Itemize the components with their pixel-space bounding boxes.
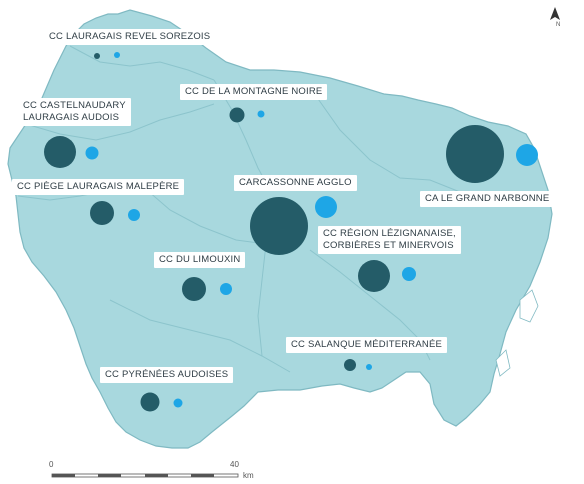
bubble-dark-carcassonne xyxy=(250,197,308,255)
bubble-dark-castelnaudary xyxy=(44,136,76,168)
bubbles-layer xyxy=(44,52,538,412)
bubble-light-piege xyxy=(128,209,140,221)
coastal-lagoon-shape xyxy=(495,349,511,377)
bubble-dark-revel xyxy=(94,53,100,59)
bubble-dark-salanque xyxy=(344,359,356,371)
region-label-narbonne: CA LE GRAND NARBONNE xyxy=(420,191,555,207)
bubble-light-carcassonne xyxy=(315,196,337,218)
region-label-pyrenees: CC PYRÉNÉES AUDOISES xyxy=(100,367,234,383)
north-arrow-icon xyxy=(548,6,562,30)
region-label-lezignan: CC RÉGION LÉZIGNANAISE, CORBIÈRES ET MIN… xyxy=(318,226,461,254)
region-label-limouxin: CC DU LIMOUXIN xyxy=(154,252,246,268)
label-line: CC DU LIMOUXIN xyxy=(159,254,241,265)
label-line: CARCASSONNE AGGLO xyxy=(239,177,352,188)
label-line: CC CASTELNAUDARY xyxy=(23,100,126,111)
bubble-dark-narbonne xyxy=(446,125,504,183)
bubble-dark-piege xyxy=(90,201,114,225)
bubble-dark-lezignan xyxy=(358,260,390,292)
region-label-carcassonne: CARCASSONNE AGGLO xyxy=(234,175,357,191)
bubble-light-narbonne xyxy=(516,144,538,166)
label-line: CORBIÈRES ET MINERVOIS xyxy=(323,240,454,251)
scale-end-label: 40 xyxy=(230,460,239,469)
bubble-dark-montagne-noire xyxy=(229,107,245,123)
region-label-salanque: CC SALANQUE MÉDITERRANÉE xyxy=(286,337,448,353)
north-letter: N xyxy=(556,22,561,28)
region-label-piege: CC PIÈGE LAURAGAIS MALEPÈRE xyxy=(12,179,185,195)
scale-start-label: 0 xyxy=(49,460,54,469)
label-line: LAURAGAIS AUDOIS xyxy=(23,112,120,123)
label-line: CA LE GRAND NARBONNE xyxy=(425,193,550,204)
coastal-lagoon-shape xyxy=(519,289,539,323)
region-label-castelnaudary: CC CASTELNAUDARY LAURAGAIS AUDOIS xyxy=(18,98,131,126)
bubble-light-limouxin xyxy=(220,283,232,295)
label-line: CC PIÈGE LAURAGAIS MALEPÈRE xyxy=(17,181,180,192)
north-arrow-svg xyxy=(550,7,560,20)
label-line: CC PYRÉNÉES AUDOISES xyxy=(105,369,229,380)
scale-unit-label: km xyxy=(243,471,254,480)
label-line: CC LAURAGAIS REVEL SOREZOIS xyxy=(49,31,211,42)
bubble-light-pyrenees xyxy=(173,398,183,408)
bubble-light-montagne-noire xyxy=(257,110,265,118)
label-line: CC RÉGION LÉZIGNANAISE, xyxy=(323,228,456,239)
region-label-montagne-noire: CC DE LA MONTAGNE NOIRE xyxy=(180,84,328,100)
bubble-light-revel xyxy=(114,52,120,58)
bubble-light-salanque xyxy=(366,364,372,370)
label-line: CC DE LA MONTAGNE NOIRE xyxy=(185,86,323,97)
bubble-light-lezignan xyxy=(402,267,416,281)
bubble-light-castelnaudary xyxy=(85,146,99,160)
region-label-revel: CC LAURAGAIS REVEL SOREZOIS xyxy=(44,29,216,45)
scale-bar xyxy=(51,473,239,478)
bubble-dark-limouxin xyxy=(182,277,206,301)
bubble-dark-pyrenees xyxy=(140,392,160,412)
label-line: CC SALANQUE MÉDITERRANÉE xyxy=(291,339,443,350)
